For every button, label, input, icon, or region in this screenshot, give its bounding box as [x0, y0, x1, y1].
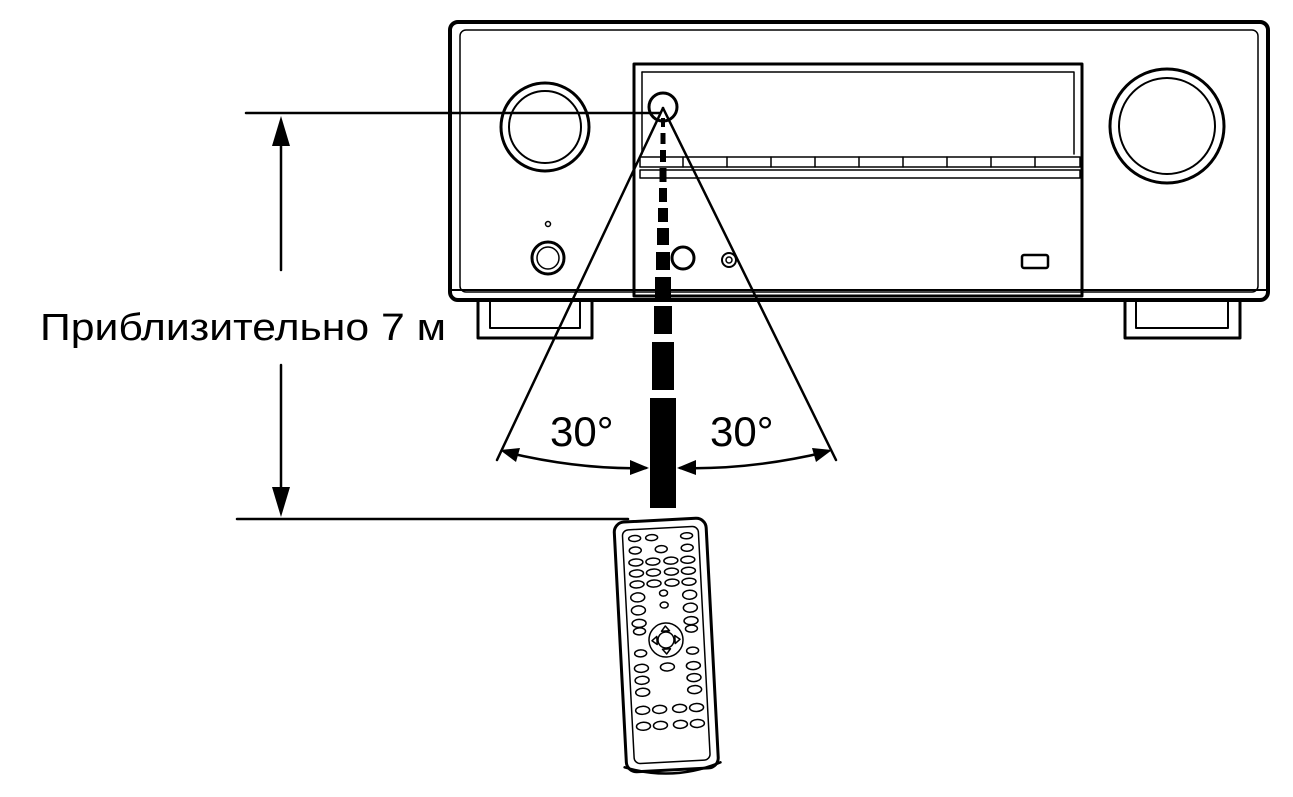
remote-signal-cone [495, 106, 838, 508]
power-button [530, 240, 566, 276]
front-button-row [639, 156, 1081, 168]
remote-body [612, 516, 720, 774]
input-selector-knob [499, 81, 591, 173]
angle-right-label: 30° [710, 408, 774, 455]
receiver-left-foot [476, 298, 594, 340]
remote-buttons [627, 532, 706, 732]
av-receiver [448, 20, 1270, 340]
display-panel [632, 62, 1084, 298]
setup-mic-jack [721, 252, 737, 268]
remote-control [612, 516, 722, 775]
infrared-beam [650, 118, 676, 508]
remote-dpad [648, 622, 684, 658]
usb-port [1020, 253, 1050, 270]
headphone-jack [670, 245, 696, 271]
angle-left-label: 30° [550, 408, 614, 455]
master-volume-knob [1108, 67, 1226, 185]
angle-left-arc [500, 448, 649, 475]
distance-label: Приблизительно 7 м [40, 307, 446, 349]
receiver-right-foot [1123, 298, 1242, 340]
standby-led [544, 220, 552, 228]
angle-right-arc [677, 448, 832, 475]
distance-dimension [235, 111, 662, 521]
